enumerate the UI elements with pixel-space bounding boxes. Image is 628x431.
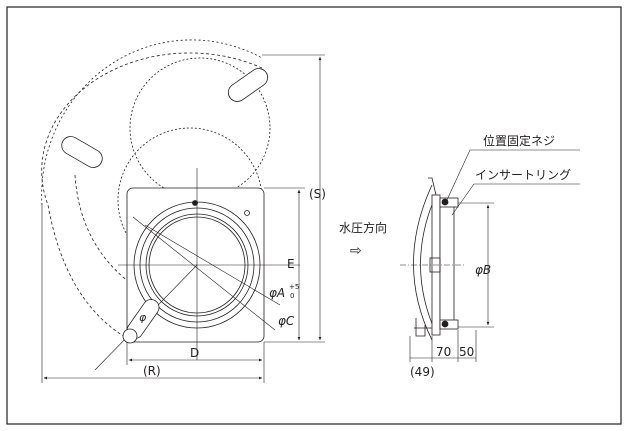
label-R: (R) — [143, 364, 161, 378]
label-70: 70 — [436, 345, 451, 359]
diagonal-A — [144, 224, 281, 306]
label-A: φA — [269, 286, 285, 300]
bolt-top — [192, 200, 198, 206]
bolt-right — [244, 210, 250, 216]
label-B: φB — [475, 263, 491, 277]
leader-ring — [451, 183, 580, 216]
label-E: E — [287, 257, 295, 271]
side-screw-top — [439, 197, 459, 208]
label-phi-handle: φ — [139, 311, 147, 324]
label-C: φC — [278, 314, 295, 328]
diagonal-C — [132, 216, 276, 331]
label-A-tol-upper: +5 — [289, 283, 299, 291]
label-49: (49) — [410, 365, 435, 379]
leader-screw — [445, 149, 580, 203]
label-50: 50 — [459, 345, 474, 359]
callout-ring-label: インサートリング — [475, 168, 571, 182]
flow-direction-label: 水圧方向 — [339, 220, 387, 235]
side-screw-bottom — [439, 319, 459, 330]
side-top-tab — [428, 177, 437, 196]
handle-left — [61, 136, 103, 168]
swing-arc-outer — [41, 39, 263, 206]
label-D: D — [190, 346, 199, 360]
side-bolt-bottom — [441, 320, 449, 328]
callout-screw-label: 位置固定ネジ — [483, 133, 555, 148]
side-body-curve-inner — [420, 194, 437, 334]
handle-lower-end — [122, 328, 138, 344]
handle-upper — [227, 68, 269, 102]
side-bottom-lever — [414, 318, 432, 337]
label-S: (S) — [309, 187, 326, 201]
swing-arc — [41, 52, 263, 338]
front-view — [41, 39, 325, 383]
drawing-frame — [6, 6, 622, 425]
side-view — [400, 149, 580, 362]
side-center-hub — [429, 257, 441, 273]
label-A-tol-lower: 0 — [290, 292, 294, 300]
side-body-curve — [413, 184, 433, 341]
flow-arrow-icon: ⇨ — [350, 243, 362, 259]
